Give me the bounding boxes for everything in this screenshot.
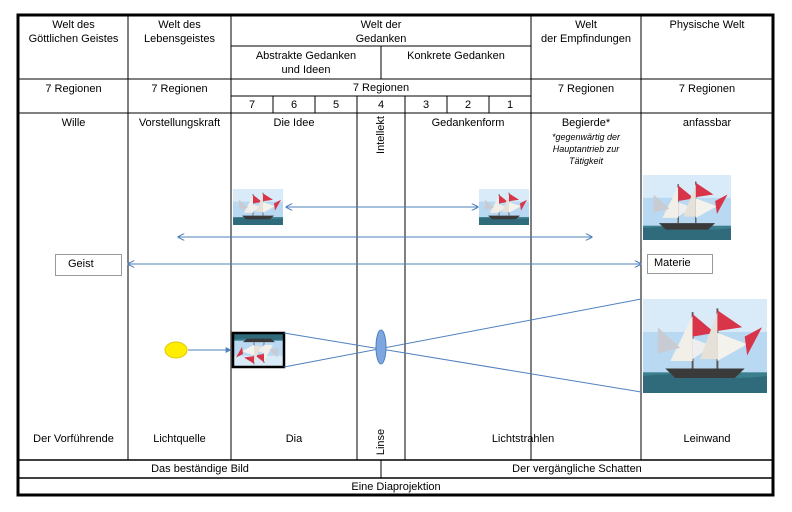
- header-line: Welt des: [52, 19, 95, 31]
- header-feeling-world: Welt der Empfindungen: [531, 18, 641, 46]
- light-ray: [283, 332, 642, 393]
- lens-icon: [375, 329, 387, 365]
- projection-lens: Linse: [375, 428, 387, 456]
- header-line: Welt der: [360, 19, 402, 31]
- header-concrete-thoughts: Konkrete Gedanken: [407, 50, 505, 62]
- region-number: 2: [464, 99, 472, 111]
- note-line: *gegenwärtig der: [551, 132, 621, 142]
- light-ray: [283, 298, 642, 368]
- attribute-desire-note: *gegenwärtig der Hauptantrieb zur Tätigk…: [531, 131, 641, 167]
- note-line: Tätigkeit: [568, 156, 603, 166]
- region-number: 4: [377, 99, 385, 111]
- sailing-ship-image: [642, 298, 768, 394]
- projection-screen: Leinwand: [683, 433, 731, 445]
- attribute-imagination: Vorstellungskraft: [138, 117, 221, 129]
- region-number: 5: [332, 99, 340, 111]
- header-line: und Ideen: [281, 64, 331, 76]
- header-line: Lebensgeistes: [144, 33, 215, 45]
- regions-thought: 7 Regionen: [352, 82, 410, 94]
- regions-feeling: 7 Regionen: [557, 83, 615, 95]
- note-line: Hauptantrieb zur: [552, 144, 620, 154]
- footer-transient-shadow: Der vergängliche Schatten: [512, 463, 642, 475]
- spirit-label: Geist: [55, 254, 122, 276]
- regions-divine: 7 Regionen: [45, 83, 102, 95]
- header-physical-world: Physische Welt: [669, 19, 745, 31]
- footer-title: Eine Diaprojektion: [351, 481, 441, 493]
- header-thought-world: Welt der Gedanken: [231, 18, 531, 46]
- light-bulb-icon: [164, 341, 188, 359]
- projection-slide: Dia: [285, 433, 303, 445]
- footer-permanent-image: Das beständige Bild: [151, 463, 249, 475]
- outer-frame: [16, 13, 775, 497]
- header-line: der Empfindungen: [541, 33, 631, 45]
- header-line: Gedanken: [355, 33, 407, 45]
- attribute-thought-form: Gedankenform: [431, 117, 505, 129]
- matter-label: Materie: [647, 254, 713, 274]
- sailing-ship-image: [642, 174, 732, 241]
- projection-light-rays: Lichtstrahlen: [491, 433, 555, 445]
- attribute-idea: Die Idee: [273, 117, 315, 129]
- attribute-will: Wille: [61, 117, 86, 129]
- header-abstract-thoughts: Abstrakte Gedanken und Ideen: [231, 49, 381, 77]
- region-number: 1: [506, 99, 514, 111]
- sailing-ship-image: [478, 188, 530, 226]
- region-number: 6: [290, 99, 298, 111]
- sailing-ship-image: [232, 188, 284, 226]
- attribute-tangible: anfassbar: [682, 117, 732, 129]
- regions-life: 7 Regionen: [151, 83, 208, 95]
- header-line: Welt des: [158, 19, 201, 31]
- region-number: 7: [248, 99, 256, 111]
- attribute-desire: Begierde*: [561, 117, 611, 129]
- header-life-world: Welt des Lebensgeistes: [128, 18, 231, 46]
- regions-physical: 7 Regionen: [678, 83, 736, 95]
- projection-light-source: Lichtquelle: [153, 433, 206, 445]
- slide-image: [231, 331, 286, 369]
- header-line: Abstrakte Gedanken: [255, 50, 357, 62]
- header-line: Welt: [575, 19, 597, 31]
- region-number: 3: [422, 99, 430, 111]
- header-line: Göttlichen Geistes: [28, 33, 119, 45]
- header-divine-world: Welt des Göttlichen Geistes: [19, 18, 128, 46]
- attribute-intellect: Intellekt: [375, 116, 387, 154]
- projection-projector: Der Vorführende: [33, 433, 114, 445]
